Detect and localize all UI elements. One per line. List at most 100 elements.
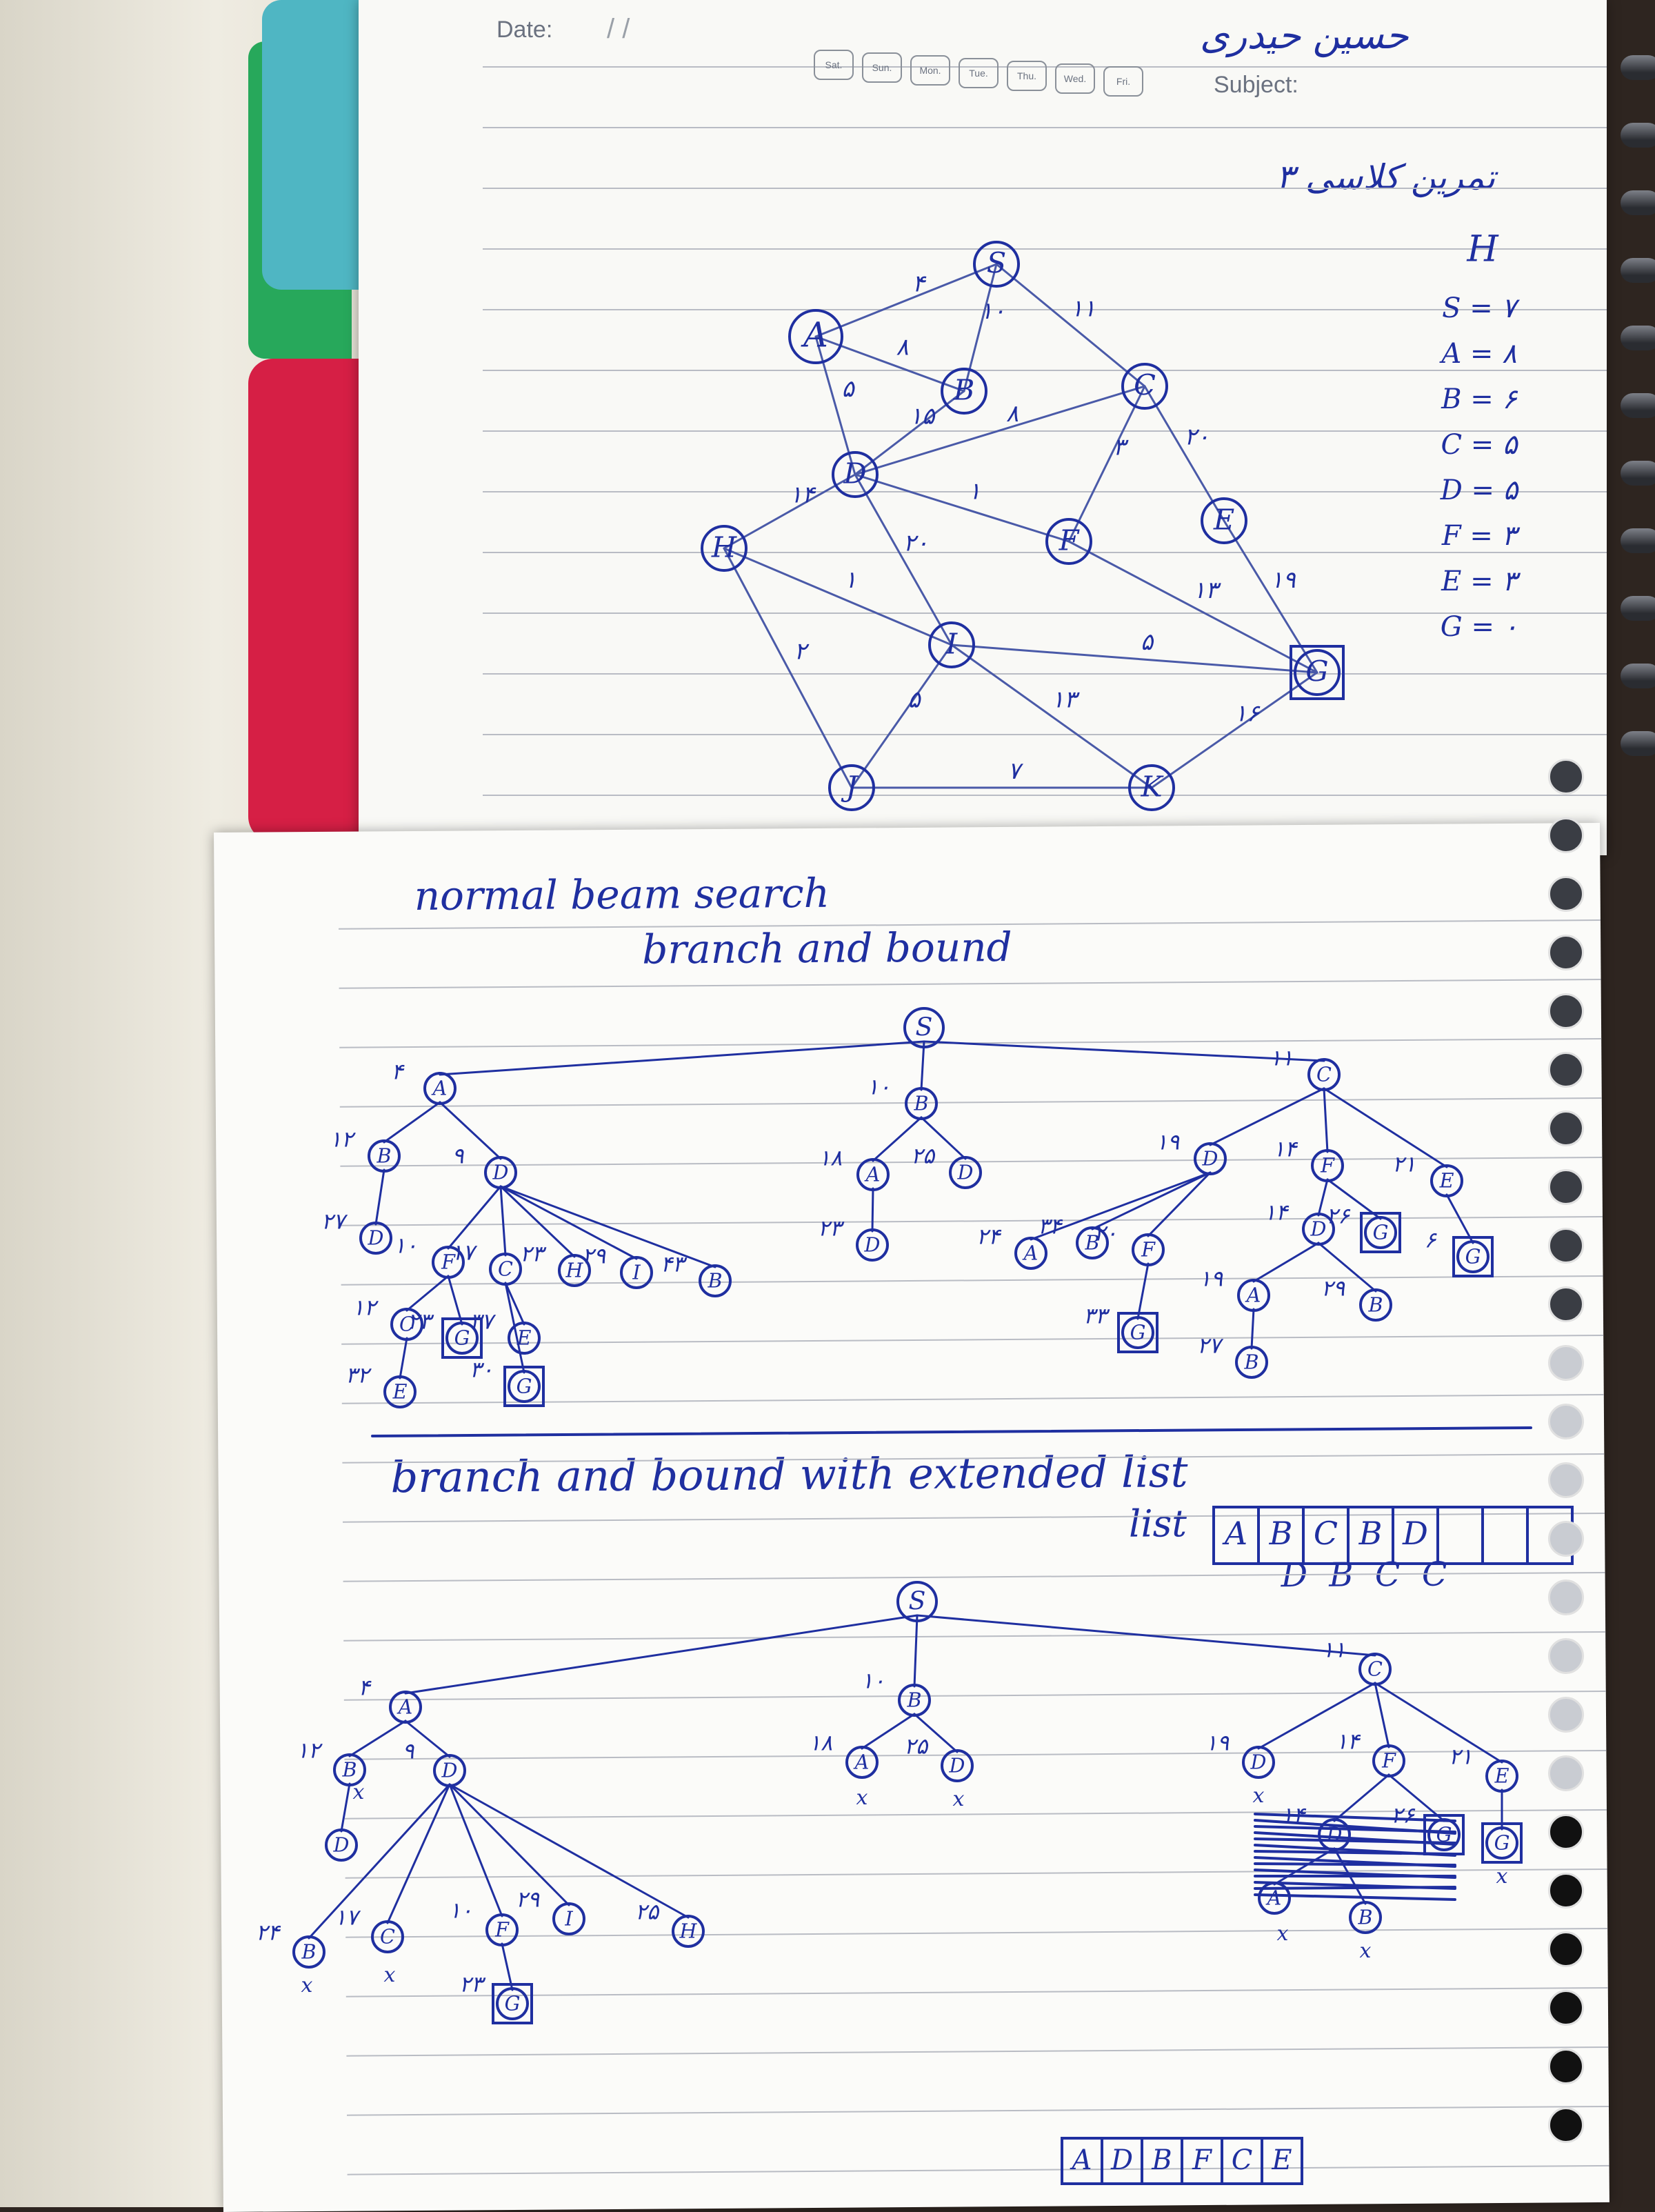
graph-edge-weight: ۱۴ — [790, 481, 816, 509]
tree1-node-label: B — [1084, 1231, 1099, 1255]
tree2-cost: ۱۷ — [334, 1904, 361, 1931]
tree2-node-label: B — [906, 1688, 921, 1712]
punched-hole-icon — [1548, 2107, 1584, 2143]
tree1-cost: ۱۰ — [867, 1074, 890, 1100]
weekday-box: Thu. — [1007, 61, 1047, 91]
prune-mark: x — [353, 1780, 365, 1804]
punched-hole-icon — [1548, 993, 1584, 1029]
graph-edge-weight: ۱۰ — [980, 297, 1005, 325]
graph-edge-weight: ۸ — [896, 334, 908, 361]
spiral-binding-icon — [1621, 55, 1655, 80]
tree1-node-label: F — [1320, 1154, 1335, 1177]
tree2-node-label: H — [679, 1920, 698, 1943]
tree1-edge — [447, 1275, 463, 1326]
graph-edge-weight: ۳ — [1113, 434, 1129, 461]
tree2-node-label: F — [1381, 1749, 1396, 1773]
tree1-edge — [499, 1185, 638, 1260]
weekday-box: Sat. — [814, 50, 854, 80]
ruled-line — [483, 795, 1607, 796]
graph-node-h-circle — [701, 525, 748, 572]
tree1-node-circle — [508, 1370, 541, 1403]
ruled-line — [483, 309, 1607, 310]
extended-list-value: D — [1402, 1515, 1428, 1552]
graph-edge — [1143, 385, 1225, 522]
tree2-edge — [448, 1783, 690, 1919]
final-list-value: F — [1192, 2144, 1212, 2176]
spiral-binding-icon — [1621, 461, 1655, 486]
tree2-node-circle — [1372, 1744, 1405, 1777]
ruled-line — [483, 430, 1607, 432]
tree2-edge — [1257, 1682, 1376, 1750]
graph-edge — [723, 547, 853, 789]
scribble-stroke — [1254, 1886, 1456, 1890]
weekday-box: Sun. — [862, 52, 902, 83]
ruled-line — [483, 734, 1607, 735]
punched-hole-icon — [1548, 1462, 1584, 1498]
graph-node-f-circle — [1045, 518, 1092, 565]
graph-node-k-circle — [1128, 764, 1175, 811]
tree1-node-circle — [856, 1228, 889, 1262]
tree1-node-label: D — [1310, 1217, 1327, 1241]
ruled-line — [483, 370, 1607, 371]
graph-edge-weight: ۱۵ — [910, 403, 936, 430]
tree1-node-circle — [1302, 1213, 1335, 1246]
graph-node-k-label: K — [1140, 770, 1164, 804]
tree1-cost: ۲۴ — [976, 1224, 1002, 1250]
spiral-binding-icon — [1621, 393, 1655, 418]
graph-node-i-circle — [928, 621, 975, 668]
graph-edge — [950, 644, 1153, 789]
tree2-edge — [448, 1783, 570, 1906]
tree2-node-box — [1481, 1822, 1523, 1864]
tree1-cost: ۲۵ — [911, 1143, 936, 1169]
graph-edge — [723, 547, 953, 646]
spiral-binding-icon — [1621, 258, 1655, 283]
tree1-node-label: D — [864, 1233, 881, 1257]
graph-edge — [850, 644, 953, 789]
graph-edge — [995, 263, 1146, 388]
tree1-node-label: H — [565, 1259, 584, 1282]
tree1-node-circle — [423, 1072, 457, 1105]
tree2-node-circle — [898, 1684, 931, 1717]
graph-node-i-label: I — [945, 627, 959, 661]
tree2-node-circle — [389, 1691, 422, 1724]
tree1-cost: ۴ — [391, 1059, 405, 1085]
tree1-node-label: B — [376, 1144, 391, 1168]
tree1-node-circle — [1364, 1216, 1397, 1249]
tree2-node-label: D — [949, 1754, 965, 1777]
tree1-edge — [447, 1185, 502, 1250]
tree1-cost: ۲۳ — [818, 1215, 845, 1242]
final-list-value: E — [1271, 2144, 1292, 2176]
tree2-cost: ۴ — [358, 1675, 372, 1701]
author-name: حسین حیدری — [1200, 14, 1409, 57]
graph-edge — [814, 263, 998, 338]
tree1-node-circle — [1132, 1233, 1165, 1266]
tree1-node-circle — [1237, 1279, 1270, 1312]
tree1-node-box — [1117, 1312, 1158, 1353]
tree2-edge — [913, 1614, 919, 1688]
tree2-node-label: C — [1367, 1657, 1383, 1681]
graph-edge-weight: ۱۹ — [1270, 566, 1296, 594]
graph-edge-weight: ۵ — [907, 686, 921, 714]
tree1-cost: ۳۲ — [345, 1362, 372, 1388]
tree1-cost: ۱۷ — [451, 1239, 478, 1266]
tree2-edge — [1374, 1682, 1503, 1764]
tree1-cost: ۱۹ — [1156, 1129, 1180, 1155]
tree2-cost: ۲۵ — [635, 1899, 660, 1925]
prune-mark: x — [1360, 1939, 1372, 1963]
graph-edge-weight: ۱ — [844, 566, 856, 594]
graph-node-b-circle — [941, 368, 987, 415]
tree1-cost: ۲۳ — [408, 1308, 434, 1335]
tree1-edge — [1317, 1178, 1329, 1217]
tree2-node-circle — [1485, 1826, 1518, 1860]
tree2-node-label: G — [505, 1992, 521, 2015]
graph-node-f-label: F — [1059, 524, 1081, 557]
tree1-node-circle — [445, 1322, 479, 1355]
tree1-cost: ۲۰ — [1094, 1220, 1117, 1246]
graph-node-a-circle — [788, 309, 843, 364]
prune-mark: x — [856, 1786, 868, 1810]
tree1-edge — [1323, 1087, 1329, 1153]
tree2-node-label: F — [494, 1918, 510, 1942]
graph-node-e-circle — [1201, 497, 1247, 544]
tree1-edge — [1252, 1242, 1320, 1283]
ruled-line — [483, 552, 1607, 553]
